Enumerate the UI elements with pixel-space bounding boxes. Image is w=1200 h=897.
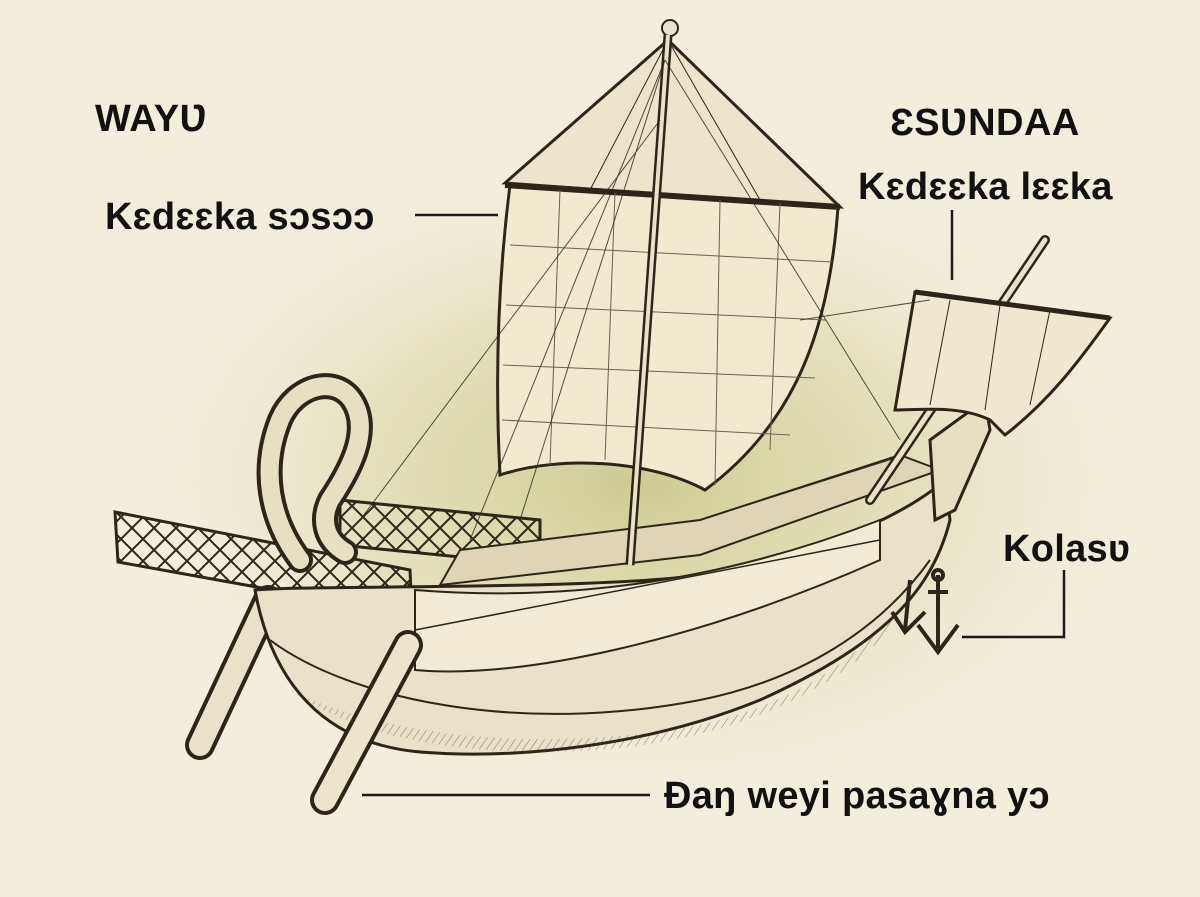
steering-oar-back (185, 585, 283, 760)
steering-oar-front (310, 630, 423, 815)
top-sail (501, 19, 844, 209)
direction-right-label: ƐSƲNDAA (890, 102, 1080, 144)
swan-neck-ornament (256, 373, 373, 573)
steering-oar-label: Ɖaŋ weyi pasaɣna yɔ (664, 775, 1050, 817)
anchors (890, 568, 960, 656)
anchor-label: Kolasʋ (1003, 528, 1131, 570)
leader-anchor (962, 570, 1066, 639)
front-sail-label: Kɛdɛɛka lɛɛka (858, 166, 1113, 208)
mast (359, 34, 931, 566)
leader-lines (362, 210, 1066, 797)
front-sail (893, 289, 1113, 437)
direction-left-label: WAYƲ (95, 98, 208, 140)
main-sail-label: Kɛdɛɛka sɔsɔɔ (105, 196, 375, 238)
